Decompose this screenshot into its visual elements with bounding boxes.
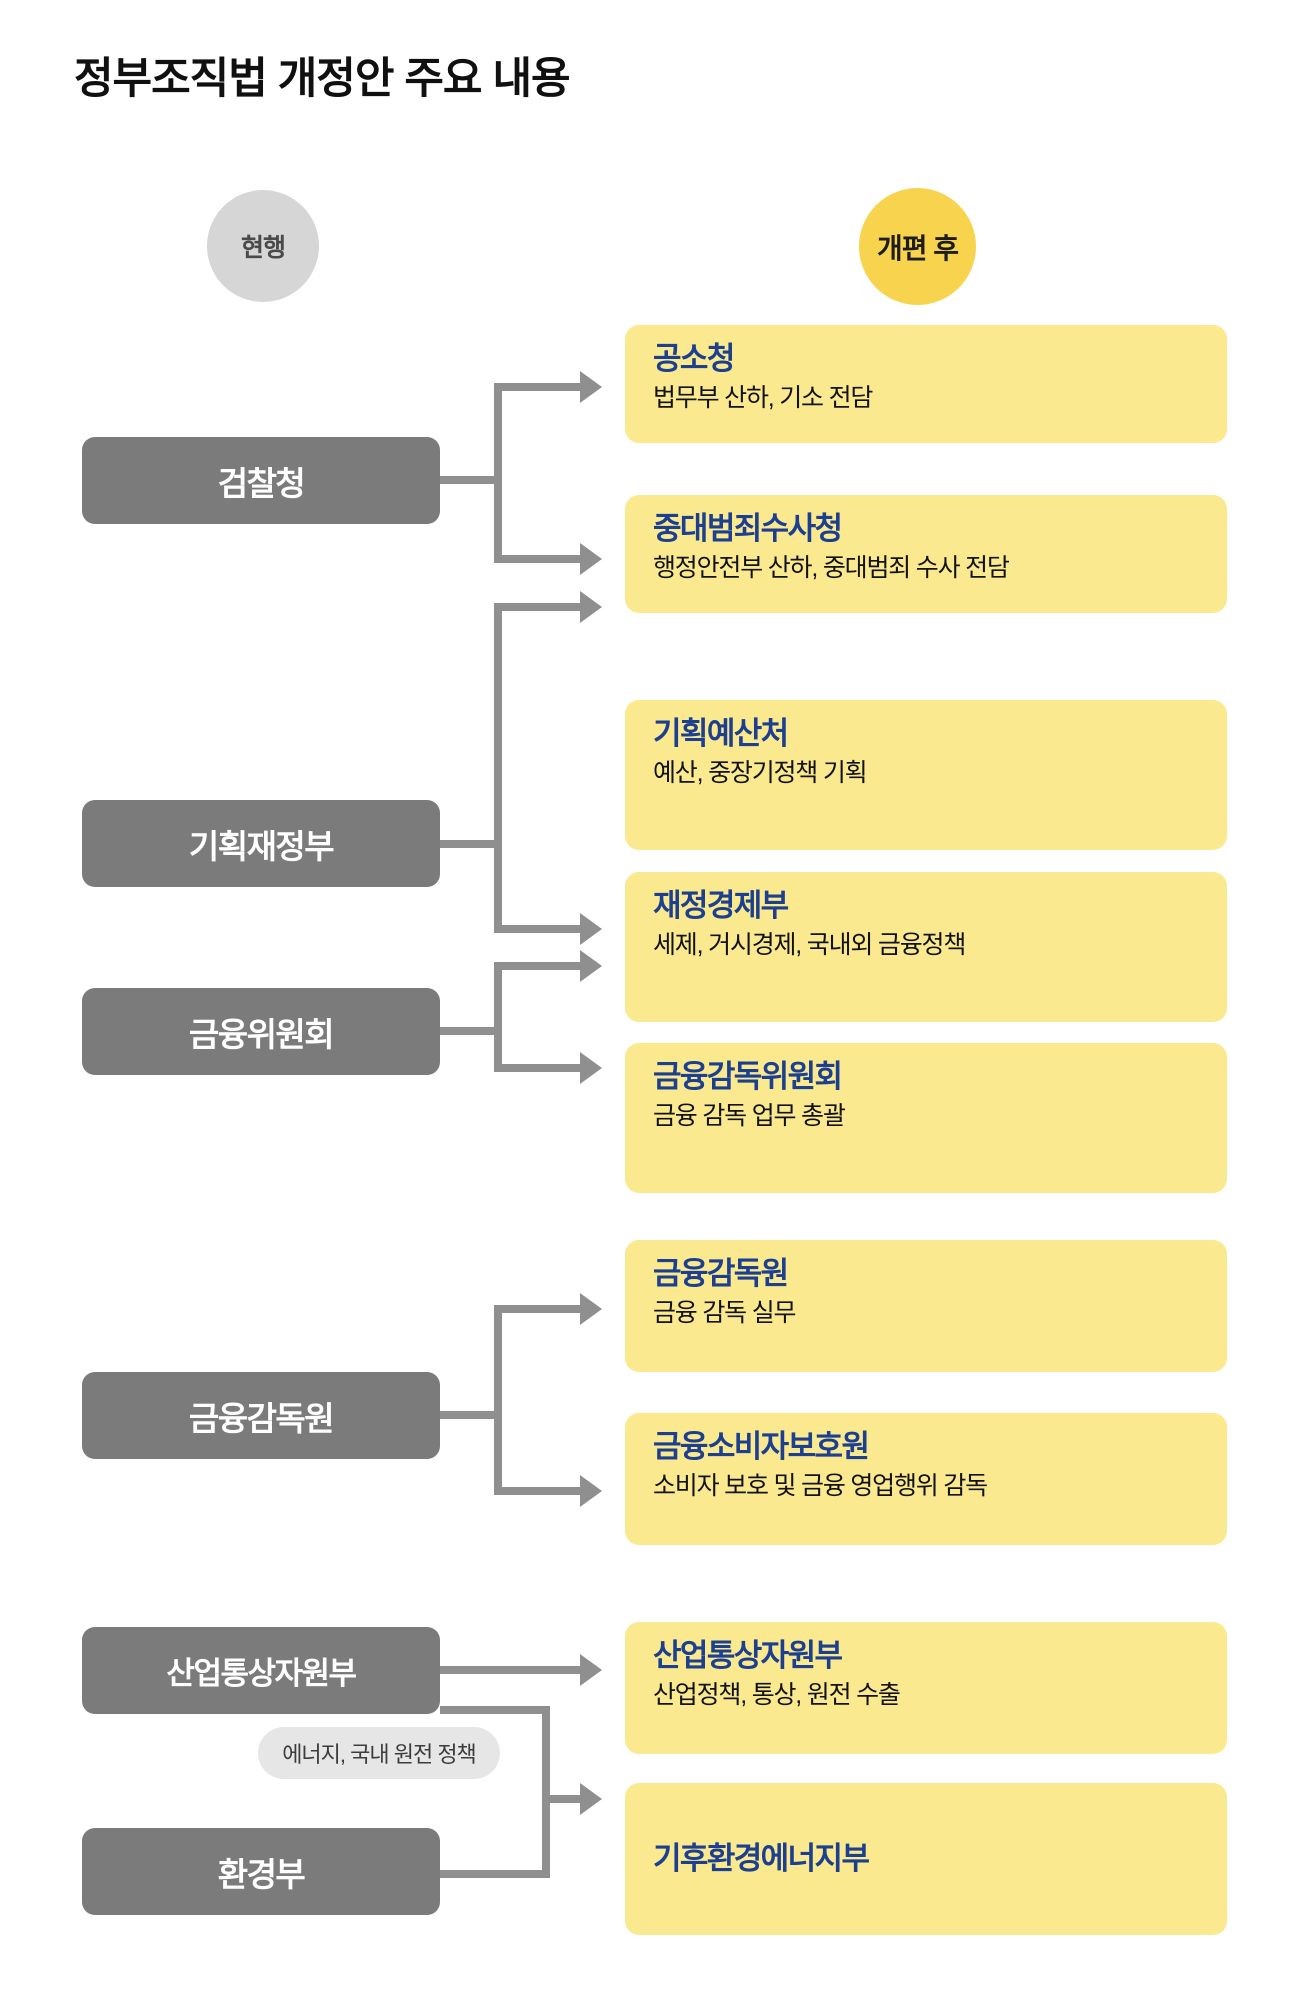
connector-arrow — [580, 1293, 602, 1325]
target-card-title: 재정경제부 — [653, 888, 789, 923]
page-title: 정부조직법 개정안 주요 내용 — [74, 55, 571, 103]
connector-note-pill: 에너지, 국내 원전 정책 — [258, 1727, 500, 1779]
connector-arrow — [580, 543, 602, 575]
source-box-label: 금융감독원 — [188, 1399, 335, 1437]
connector-arrow — [580, 371, 602, 403]
target-card-title: 산업통상자원부 — [653, 1638, 843, 1673]
connector-line — [494, 1487, 582, 1495]
target-card-desc: 세제, 거시경제, 국내외 금융정책 — [653, 930, 966, 959]
source-box-label: 기획재정부 — [188, 827, 335, 865]
connector-line — [542, 1706, 550, 1878]
legend-after-bubble: 개편 후 — [859, 188, 976, 305]
source-box-moef[interactable]: 기획재정부 — [82, 800, 440, 887]
connector-line — [494, 962, 582, 970]
connector-arrow — [580, 1654, 602, 1686]
target-card-desc: 행정안전부 산하, 중대범죄 수사 전담 — [653, 553, 1010, 582]
target-card-title: 중대범죄수사청 — [653, 511, 843, 546]
source-box-environment[interactable]: 환경부 — [82, 1828, 440, 1915]
target-card-budget-office[interactable]: 기획예산처 예산, 중장기정책 기획 — [625, 700, 1227, 850]
source-box-prosecution[interactable]: 검찰청 — [82, 437, 440, 524]
connector-line — [494, 1064, 582, 1072]
target-card-title: 금융소비자보호원 — [653, 1429, 870, 1464]
connector-arrow — [580, 1052, 602, 1084]
connector-line — [494, 603, 582, 611]
source-box-fsc[interactable]: 금융위원회 — [82, 988, 440, 1075]
source-box-label: 산업통상자원부 — [166, 1656, 357, 1691]
target-card-consumer-protection[interactable]: 금융소비자보호원 소비자 보호 및 금융 영업행위 감독 — [625, 1413, 1227, 1545]
target-card-fss[interactable]: 금융감독원 금융 감독 실무 — [625, 1240, 1227, 1372]
target-card-fin-supervisory-committee[interactable]: 금융감독위원회 금융 감독 업무 총괄 — [625, 1043, 1227, 1193]
connector-arrow — [580, 591, 602, 623]
connector-line — [494, 962, 502, 1072]
target-card-desc: 법무부 산하, 기소 전담 — [653, 383, 873, 412]
connector-line — [494, 383, 502, 563]
source-box-label: 환경부 — [217, 1855, 306, 1893]
connector-arrow — [580, 950, 602, 982]
connector-arrow — [580, 913, 602, 945]
connector-line — [440, 1411, 502, 1419]
source-box-label: 검찰청 — [217, 464, 306, 502]
target-card-fin-economy[interactable]: 재정경제부 세제, 거시경제, 국내외 금융정책 — [625, 872, 1227, 1022]
connector-note-label: 에너지, 국내 원전 정책 — [282, 1742, 477, 1767]
connector-line — [440, 1027, 502, 1035]
target-card-joongdae[interactable]: 중대범죄수사청 행정안전부 산하, 중대범죄 수사 전담 — [625, 495, 1227, 613]
connector-line — [440, 476, 502, 484]
connector-line — [494, 555, 582, 563]
connector-line — [440, 1666, 582, 1674]
target-card-title: 기후환경에너지부 — [653, 1840, 870, 1876]
connector-line — [440, 1870, 550, 1878]
target-card-desc: 금융 감독 실무 — [653, 1298, 796, 1327]
legend-after-label: 개편 후 — [876, 232, 959, 264]
connector-line — [494, 603, 502, 933]
connector-line — [494, 1305, 582, 1313]
target-card-desc: 산업정책, 통상, 원전 수출 — [653, 1680, 901, 1709]
target-card-title: 기획예산처 — [653, 716, 789, 751]
source-box-fss[interactable]: 금융감독원 — [82, 1372, 440, 1459]
connector-arrow — [580, 1783, 602, 1815]
connector-line — [440, 840, 502, 848]
target-card-desc: 금융 감독 업무 총괄 — [653, 1101, 846, 1130]
target-card-gongsocheong[interactable]: 공소청 법무부 산하, 기소 전담 — [625, 325, 1227, 443]
source-box-label: 금융위원회 — [188, 1015, 335, 1053]
connector-arrow — [580, 1475, 602, 1507]
target-card-climate-energy[interactable]: 기후환경에너지부 — [625, 1783, 1227, 1935]
legend-current-label: 현행 — [240, 234, 286, 262]
legend-current-bubble: 현행 — [207, 190, 319, 302]
target-card-title: 금융감독원 — [653, 1256, 789, 1291]
target-card-motie[interactable]: 산업통상자원부 산업정책, 통상, 원전 수출 — [625, 1622, 1227, 1754]
connector-line — [494, 1305, 502, 1495]
target-card-title: 금융감독위원회 — [653, 1059, 843, 1094]
target-card-title: 공소청 — [653, 341, 735, 376]
source-box-motie[interactable]: 산업통상자원부 — [82, 1627, 440, 1714]
target-card-desc: 예산, 중장기정책 기획 — [653, 758, 868, 787]
connector-line — [494, 925, 582, 933]
connector-line — [494, 383, 582, 391]
target-card-desc: 소비자 보호 및 금융 영업행위 감독 — [653, 1471, 988, 1500]
connector-line — [542, 1795, 582, 1803]
connector-line — [440, 1706, 550, 1714]
